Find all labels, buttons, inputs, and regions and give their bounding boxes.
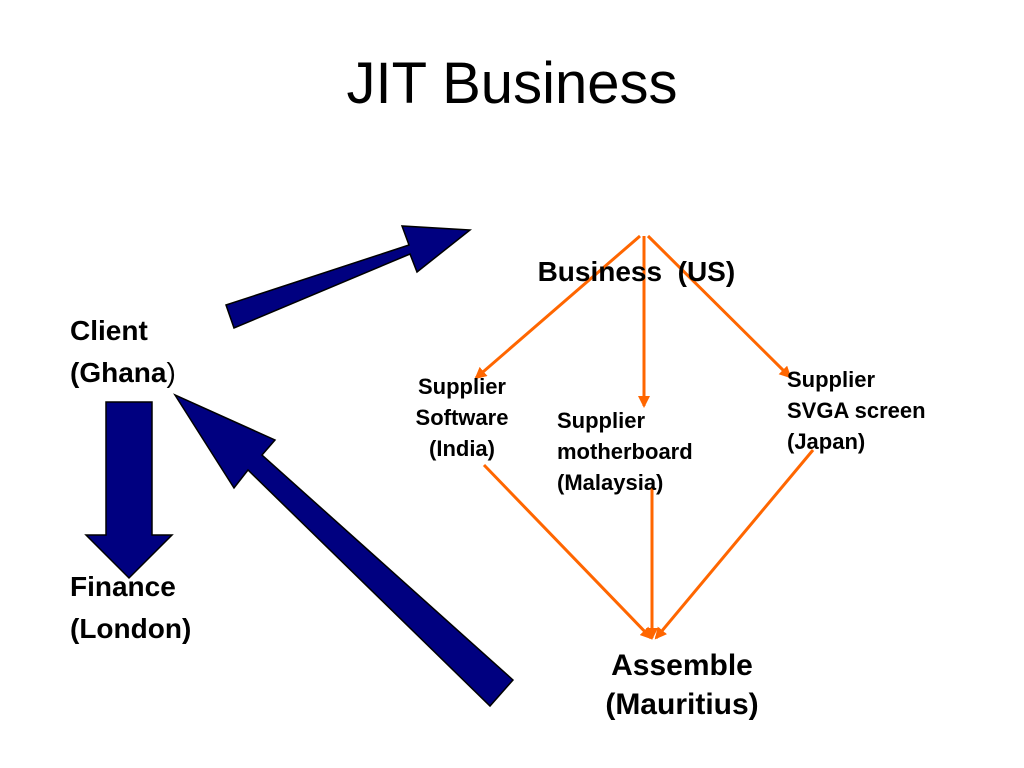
node-assemble: Assemble (Mauritius): [572, 646, 792, 724]
supplier-screen-line1: Supplier: [787, 367, 876, 392]
client-to-finance-arrow: [84, 401, 174, 580]
client-line2-bold: (Ghana: [70, 357, 167, 388]
finance-line1: Finance: [70, 571, 176, 602]
assemble-line1: Assemble: [611, 649, 753, 682]
client-to-business-arrow: [225, 225, 473, 330]
node-business: Business (US): [522, 209, 736, 293]
page-title: JIT Business: [346, 51, 678, 116]
supplier-screen-line3: (Japan): [787, 428, 866, 454]
node-client: Client (Ghana): [70, 310, 176, 394]
finance-line2: (London): [70, 613, 192, 644]
business-to-software-arrow: [474, 234, 641, 380]
client-line2-paren: ): [166, 357, 176, 388]
business-to-screen-arrow: [646, 234, 792, 379]
business-label: Business (US): [537, 256, 736, 287]
node-supplier-motherboard: Supplier motherboard (Malaysia): [557, 406, 693, 498]
node-finance: Finance (London): [70, 566, 191, 650]
node-supplier-screen: Supplier SVGA screen (Japan): [787, 365, 926, 457]
supplier-screen-line2: SVGA screen: [787, 397, 926, 423]
screen-to-assemble-arrow: [654, 449, 815, 640]
client-line1: Client: [70, 315, 148, 346]
client-line2: (Ghana): [70, 352, 176, 394]
supplier-software-line1: Supplier: [417, 374, 506, 399]
supplier-motherboard-line1: Supplier: [557, 408, 646, 433]
supplier-software-line3: (India): [429, 435, 495, 461]
assemble-to-client-arrow: [173, 393, 515, 708]
supplier-motherboard-line3: (Malaysia): [557, 469, 664, 495]
supplier-motherboard-line2: motherboard: [557, 438, 693, 464]
assemble-line2: (Mauritius): [605, 688, 759, 721]
supplier-software-line2: Software: [415, 404, 509, 430]
node-supplier-software: Supplier Software (India): [396, 372, 528, 464]
software-to-assemble-arrow: [482, 463, 653, 640]
